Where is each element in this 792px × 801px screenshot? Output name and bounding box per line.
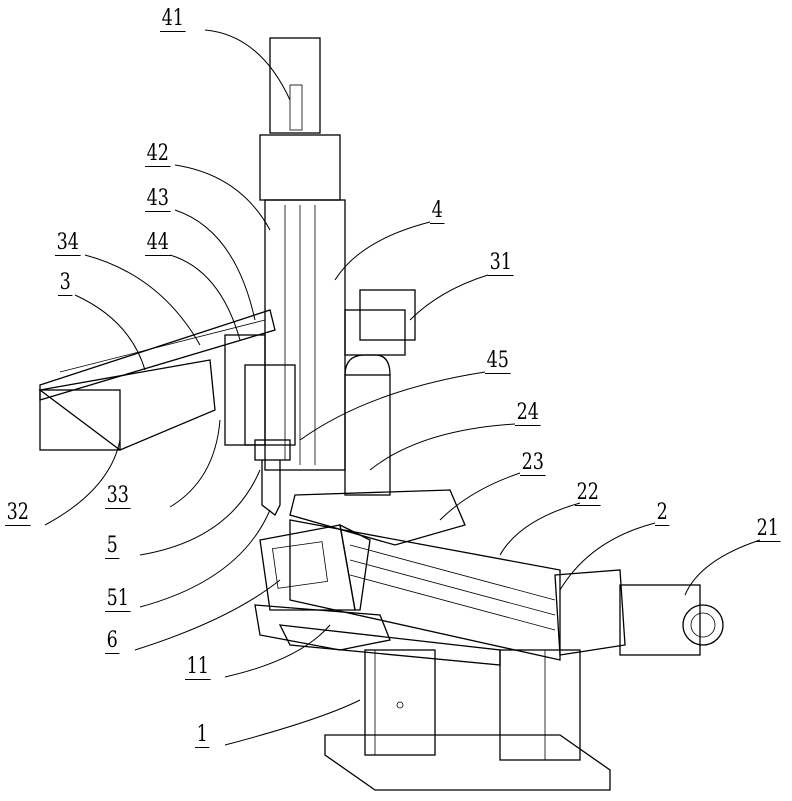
linear-axis-2 bbox=[290, 520, 723, 660]
label-51: 51 bbox=[105, 588, 131, 612]
label-44: 44 bbox=[145, 232, 171, 256]
label-11: 11 bbox=[185, 656, 211, 680]
base-part-1 bbox=[325, 650, 610, 790]
leader-lines bbox=[45, 30, 760, 745]
label-22: 22 bbox=[575, 482, 601, 506]
table-part-24 bbox=[290, 355, 465, 545]
label-1: 1 bbox=[195, 724, 209, 748]
label-34: 34 bbox=[55, 232, 81, 256]
label-33: 33 bbox=[105, 485, 131, 509]
label-2: 2 bbox=[655, 502, 669, 526]
label-6: 6 bbox=[105, 630, 119, 654]
label-42: 42 bbox=[145, 143, 171, 167]
label-24: 24 bbox=[515, 402, 541, 426]
panel-part-6 bbox=[260, 525, 370, 610]
label-21: 21 bbox=[755, 518, 781, 542]
label-5: 5 bbox=[105, 535, 119, 559]
vertical-axis-4 bbox=[225, 38, 345, 515]
label-45: 45 bbox=[485, 350, 511, 374]
label-43: 43 bbox=[145, 188, 171, 212]
label-23: 23 bbox=[520, 452, 546, 476]
label-3: 3 bbox=[58, 272, 72, 296]
label-31: 31 bbox=[488, 252, 514, 276]
horizontal-axis-3 bbox=[40, 290, 415, 450]
label-4: 4 bbox=[430, 200, 444, 224]
label-32: 32 bbox=[5, 502, 31, 526]
base-part-11 bbox=[255, 605, 500, 665]
label-41: 41 bbox=[160, 8, 186, 32]
